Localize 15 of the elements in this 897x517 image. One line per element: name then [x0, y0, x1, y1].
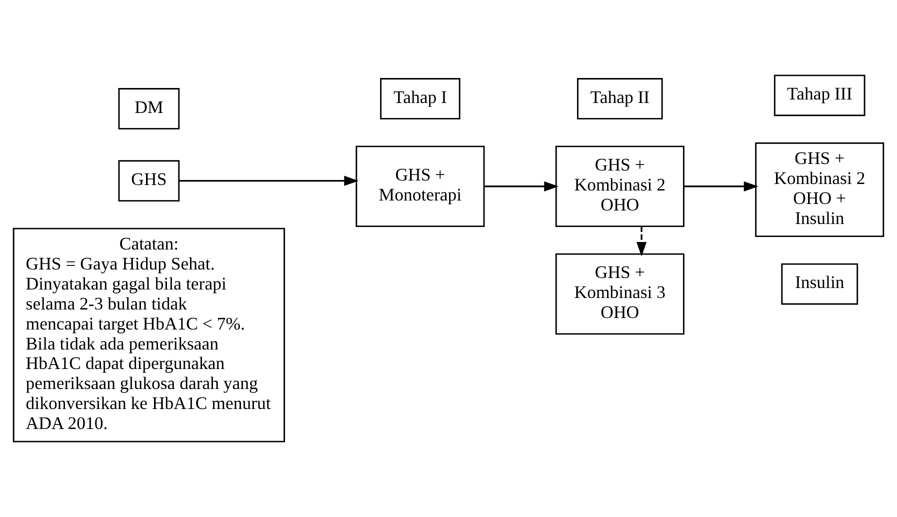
node-box: Insulin	[781, 263, 858, 305]
arrow	[636, 226, 647, 256]
node-box: Tahap II	[577, 78, 663, 120]
node-box: GHS + Kombinasi 3 OHO	[555, 253, 684, 335]
node-box: Catatan: GHS = Gaya Hidup Sehat. Dinyatakan gagal bila terapi selama 2-3 bulan tidak mencapai target HbA1C < 7%. Bila tidak ada pemeriksaan HbA1C dapat dipergunakan pemeriksaan glukosa darah yang dikonversikan ke HbA1C menurut ADA 2010.	[12, 228, 286, 442]
node-box: Tahap I	[380, 78, 460, 120]
node-box: GHS + Kombinasi 2 OHO + Insulin	[755, 142, 884, 238]
node-box: DM	[118, 88, 180, 130]
node-box: Tahap III	[774, 74, 866, 116]
node-box: GHS	[118, 160, 180, 202]
arrow	[484, 181, 559, 192]
node-box: GHS + Monoterapi	[356, 146, 485, 228]
arrow	[684, 181, 758, 192]
arrow	[179, 176, 359, 186]
node-box: GHS + Kombinasi 2 OHO	[555, 146, 684, 228]
